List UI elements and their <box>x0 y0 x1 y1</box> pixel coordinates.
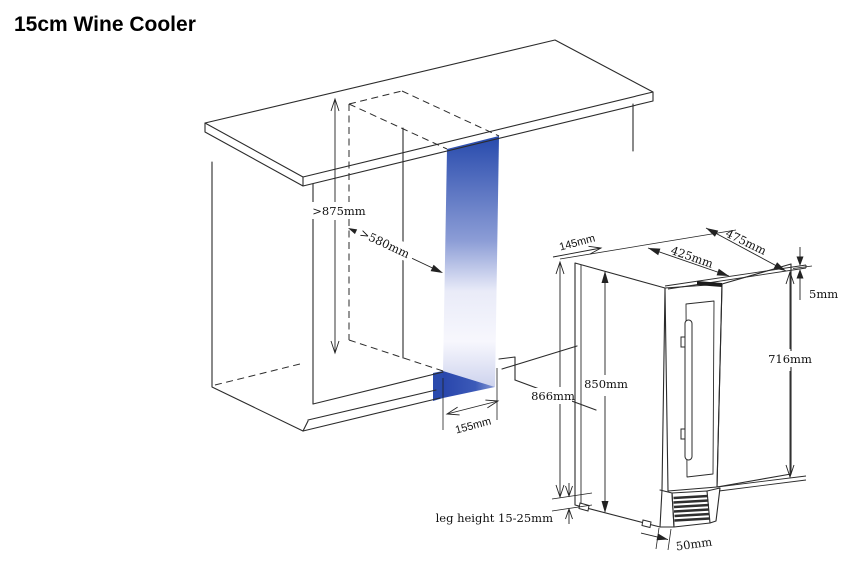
arrowhead <box>588 245 603 255</box>
grille-slat <box>674 512 710 518</box>
grille-slat <box>673 508 710 513</box>
cabinet-front-bottom-edge <box>312 371 444 405</box>
handle-bracket <box>680 336 686 348</box>
dim-leg-height-label: leg height 15-25mm <box>436 511 553 525</box>
arrowhead-down <box>601 501 609 513</box>
label-bg <box>311 202 368 219</box>
dim-plinth-recess: 50mm <box>640 527 713 554</box>
door-handle <box>684 319 693 461</box>
arrowhead-down <box>565 485 573 498</box>
vent-grille-slats <box>673 494 710 522</box>
arrowhead-up <box>601 271 609 283</box>
dim-line <box>552 247 602 258</box>
dim-label-group: 425mm <box>669 243 715 271</box>
arrowhead <box>773 262 786 271</box>
arrowhead <box>716 268 729 276</box>
dim-depth-outer-label: 475mm <box>723 226 769 258</box>
door-top-gap <box>697 281 722 287</box>
arrowhead-down <box>330 340 340 355</box>
niche-slot <box>433 136 499 401</box>
plinth-corner <box>302 420 309 432</box>
plinth-bottom-edge <box>302 397 441 432</box>
arrowhead-up <box>796 269 804 279</box>
niche-slot-face <box>443 136 499 387</box>
leg-tick-lines <box>551 492 593 512</box>
arrowhead <box>445 406 460 416</box>
dim-label-group: 50mm <box>675 535 713 554</box>
grille-slat <box>673 494 709 500</box>
plinth-top-edge <box>307 389 437 421</box>
dim-side-height: 716mm <box>768 270 812 479</box>
arrowhead <box>430 264 443 273</box>
arrowhead <box>648 248 661 256</box>
hidden-edge <box>348 339 444 372</box>
arrowhead <box>706 228 719 237</box>
niche-right-step <box>498 356 516 381</box>
dim-niche-depth: >580mm <box>348 221 443 273</box>
grille-slat <box>673 499 709 504</box>
dim-depth-inner: 425mm <box>647 243 730 277</box>
arrowhead-down <box>555 484 565 499</box>
unit-top-panel <box>664 264 807 290</box>
unit-bottom-edge <box>716 475 807 492</box>
wine-cooler-unit-drawing: 145mm 866mm leg height 15-25mm 850mm <box>436 226 839 553</box>
unit-foot <box>641 519 652 529</box>
label-bg <box>770 351 811 367</box>
countertop-surface <box>204 39 654 178</box>
dim-niche-height-label: >875mm <box>312 204 365 218</box>
niche-slot-left-return <box>433 371 443 401</box>
dim-overall-height-label: 866mm <box>531 389 575 403</box>
label-bg <box>534 388 572 404</box>
hidden-niche-outline <box>214 90 500 386</box>
dim-label-group: 475mm <box>723 226 769 258</box>
tick <box>792 265 813 269</box>
dim-body-height: 850mm <box>584 271 628 513</box>
cabinet-left-side <box>211 161 304 432</box>
page-title: 15cm Wine Cooler <box>14 13 196 36</box>
arrowhead-up <box>555 260 565 275</box>
dim-top-panel: 5mm <box>792 247 838 301</box>
cabinet-niche-drawing: >875mm >580mm 155mm <box>204 39 654 437</box>
dim-niche-width-label: 155mm <box>454 415 493 436</box>
handle-bracket <box>680 428 686 440</box>
dim-line <box>647 247 730 277</box>
dim-body-height-label: 850mm <box>584 377 628 391</box>
hidden-edge <box>348 103 448 150</box>
hidden-edge <box>214 363 301 386</box>
hidden-edge <box>401 90 500 137</box>
extension-lines <box>442 368 498 430</box>
arrowhead-down <box>785 464 795 479</box>
arrowhead-down <box>796 256 804 266</box>
arrowhead-up <box>330 97 340 112</box>
arrowhead-up <box>785 270 795 285</box>
plinth-right <box>706 487 721 524</box>
unit-left-panel <box>574 262 666 528</box>
dim-side-height-label: 716mm <box>768 352 812 366</box>
dim-depth-inner-label: 425mm <box>669 243 715 271</box>
arrowhead <box>485 399 500 409</box>
dim-line <box>446 400 499 415</box>
plinth-right-edge <box>501 345 578 370</box>
grille-slat <box>674 517 710 522</box>
dim-top-panel-label: 5mm <box>809 287 838 301</box>
dim-leg-height: leg height 15-25mm <box>436 483 593 525</box>
arrowhead <box>656 533 668 541</box>
top-extension-line <box>559 229 737 260</box>
niche-slot-floor <box>443 371 495 398</box>
unit-right-panel <box>716 263 792 488</box>
label-bg <box>587 376 625 392</box>
dim-niche-height: >875mm <box>311 97 368 355</box>
label-bg <box>353 221 417 264</box>
dim-overall-height: 866mm <box>531 260 575 499</box>
countertop-edge <box>204 91 654 187</box>
dim-label-group: >580mm <box>353 221 417 264</box>
dim-line <box>705 227 787 272</box>
hidden-edge <box>348 90 403 105</box>
dim-label-group: 155mm <box>454 415 493 436</box>
dim-plinth-recess-label: 50mm <box>675 535 713 554</box>
grille-slat <box>673 503 710 509</box>
arrowhead-up <box>565 507 573 520</box>
